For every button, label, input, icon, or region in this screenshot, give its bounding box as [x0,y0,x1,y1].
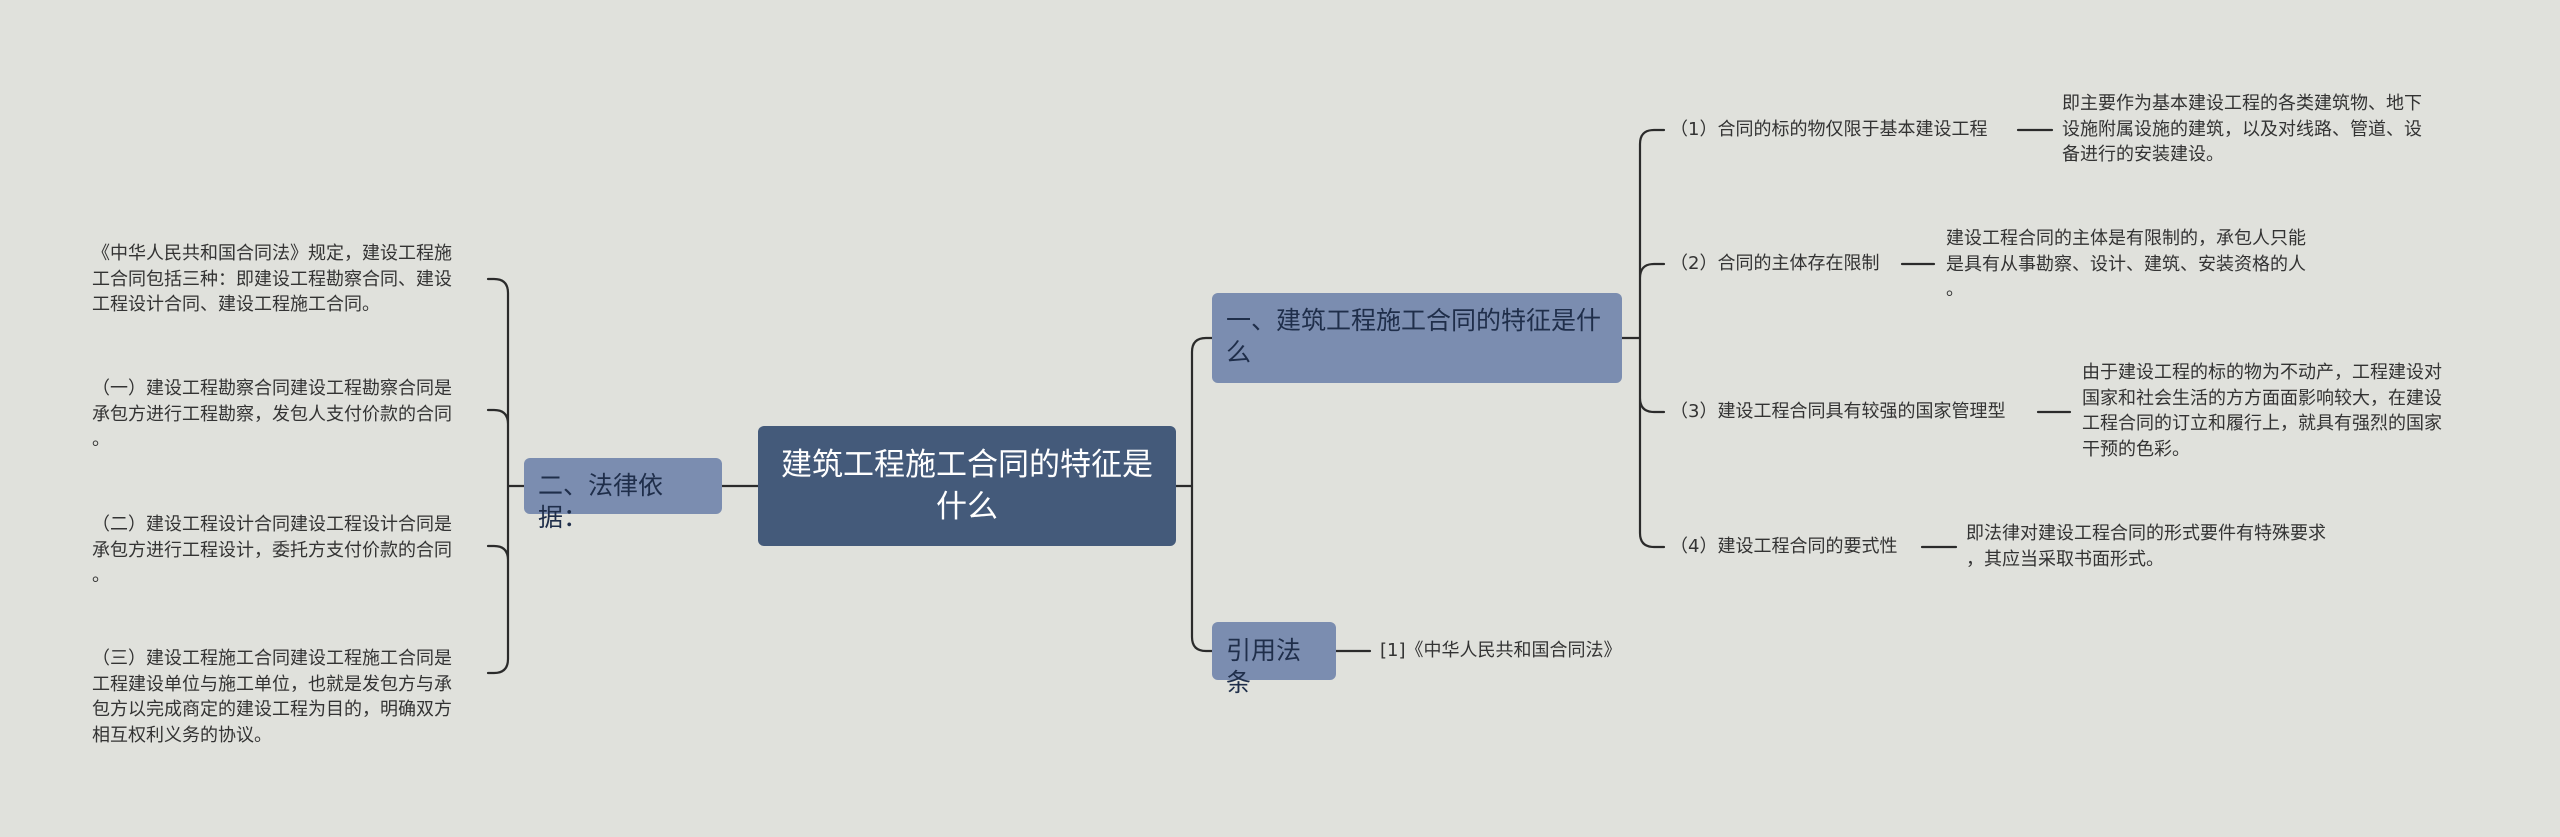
connector-branch1-items [1620,128,1666,549]
item-title-text: （1）合同的标的物仅限于基本建设工程 [1670,119,1988,140]
legal-basis-item-4[interactable]: （三）建设工程施工合同建设工程施工合同是 工程建设单位与施工单位，也就是发包方与… [92,646,492,748]
legal-line: 《中华人民共和国合同法》规定，建设工程施 [92,243,452,264]
legal-line: （三）建设工程施工合同建设工程施工合同是 [92,648,452,669]
branch-node-cited-law[interactable]: 引用法条 [1212,622,1336,697]
legal-line: 承包方进行工程勘察，发包人支付价款的合同 [92,403,452,425]
legal-line: 包方以完成商定的建设工程为目的，明确双方 [92,699,452,720]
legal-line: 工程建设单位与施工单位，也就是发包方与承 [92,673,452,695]
item-title-text: （4）建设工程合同的要式性 [1670,536,1898,557]
item-title-text: （3）建设工程合同具有较强的国家管理型 [1670,401,2006,422]
item-title-3[interactable]: （3）建设工程合同具有较强的国家管理型 [1670,399,2005,425]
legal-line: 工程设计合同、建设工程施工合同。 [92,294,380,315]
connector-root-branch3 [1190,484,1214,653]
root-node-label: 建筑工程施工合同的特征是什么 [781,447,1153,525]
detail-line: 设施附属设施的建筑，以及对线路、管道、设 [2062,118,2422,140]
legal-basis-item-3[interactable]: （二）建设工程设计合同建设工程设计合同是 承包方进行工程设计，委托方支付价款的合… [92,512,492,589]
legal-line: 。 [92,565,110,586]
legal-line: （二）建设工程设计合同建设工程设计合同是 [92,514,452,535]
item-detail-3[interactable]: 由于建设工程的标的物为不动产，工程建设对 国家和社会生活的方方面面影响较大，在建… [2082,360,2502,462]
branch-node-label: 二、法律依据： [538,471,664,532]
detail-line: 由于建设工程的标的物为不动产，工程建设对 [2082,362,2442,383]
detail-line: 即主要作为基本建设工程的各类建筑物、地下 [2062,93,2422,114]
detail-line: 。 [1946,279,1964,300]
detail-line: 工程合同的订立和履行上，就具有强烈的国家 [2082,413,2442,434]
detail-line: 建设工程合同的主体是有限制的，承包人只能 [1946,228,2306,249]
legal-line: 工合同包括三种：即建设工程勘察合同、建设 [92,268,452,290]
detail-line: 备进行的安装建设。 [2062,144,2224,165]
item-detail-1[interactable]: 即主要作为基本建设工程的各类建筑物、地下 设施附属设施的建筑，以及对线路、管道、… [2062,91,2482,168]
detail-line: 即法律对建设工程合同的形式要件有特殊要求 [1966,523,2326,544]
legal-line: 相互权利义务的协议。 [92,724,272,746]
detail-line: 干预的色彩。 [2082,438,2190,460]
cited-law-item[interactable]: [1]《中华人民共和国合同法》 [1380,638,1622,664]
item-title-4[interactable]: （4）建设工程合同的要式性 [1670,534,1897,560]
connector-root-branch1 [1174,336,1214,488]
item-title-text: （2）合同的主体存在限制 [1670,253,1880,274]
legal-basis-item-2[interactable]: （一）建设工程勘察合同建设工程勘察合同是 承包方进行工程勘察，发包人支付价款的合… [92,376,492,453]
item-detail-2[interactable]: 建设工程合同的主体是有限制的，承包人只能 是具有从事勘察、设计、建筑、安装资格的… [1946,226,2366,303]
legal-line: （一）建设工程勘察合同建设工程勘察合同是 [92,378,452,399]
legal-line: 承包方进行工程设计，委托方支付价款的合同 [92,539,452,561]
cited-law-text: [1]《中华人民共和国合同法》 [1380,640,1622,661]
detail-line: 国家和社会生活的方方面面影响较大，在建设 [2082,387,2442,409]
branch-node-characteristics[interactable]: 一、建筑工程施工合同的特征是什么 [1212,293,1622,383]
item-detail-4[interactable]: 即法律对建设工程合同的形式要件有特殊要求 ，其应当采取书面形式。 [1966,521,2386,572]
connector-branch2-items [486,277,526,675]
legal-basis-item-1[interactable]: 《中华人民共和国合同法》规定，建设工程施 工合同包括三种：即建设工程勘察合同、建… [92,241,492,318]
branch-node-label: 引用法条 [1226,636,1302,697]
branch-node-label: 一、建筑工程施工合同的特征是什么 [1226,306,1602,367]
detail-line: ，其应当采取书面形式。 [1966,548,2164,570]
root-node[interactable]: 建筑工程施工合同的特征是什么 [758,426,1176,546]
detail-line: 是具有从事勘察、设计、建筑、安装资格的人 [1946,253,2306,275]
legal-line: 。 [92,429,110,450]
branch-node-legal-basis[interactable]: 二、法律依据： [524,458,722,532]
item-title-1[interactable]: （1）合同的标的物仅限于基本建设工程 [1670,117,1987,143]
item-title-2[interactable]: （2）合同的主体存在限制 [1670,251,1879,277]
